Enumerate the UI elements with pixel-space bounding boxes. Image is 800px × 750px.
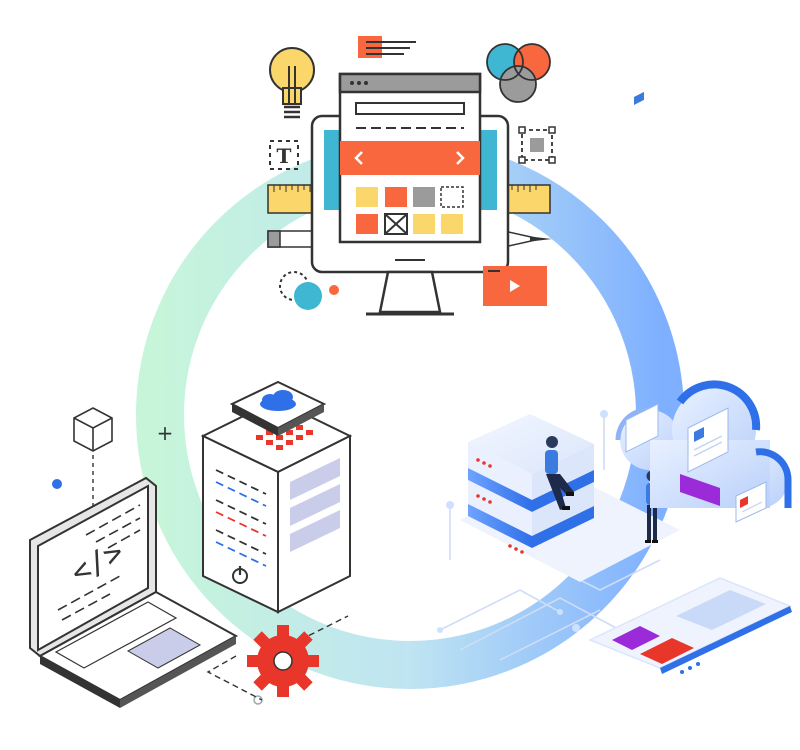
text-tool-icon: T (269, 140, 299, 170)
person-sitting (545, 436, 574, 510)
cloud-shape (615, 91, 792, 523)
selection-icon (518, 126, 556, 164)
gear-icon (247, 625, 319, 697)
blue-dot (52, 479, 62, 489)
video-play-icon (483, 266, 547, 306)
dashboard-panel (588, 577, 792, 674)
text-block-icon (358, 36, 416, 58)
shape-circles-icon (279, 271, 339, 310)
text-tool-glyph: T (277, 144, 292, 168)
cube-icon (73, 407, 113, 520)
lightbulb-icon (269, 47, 315, 119)
plus-mark: + (157, 421, 174, 445)
color-venn-icon (486, 43, 551, 103)
monitor-illustration (267, 72, 552, 316)
cloud-icon (260, 390, 296, 411)
dashed-connectors (206, 615, 349, 701)
server-illustration (200, 380, 353, 614)
laptop-illustration: </> (29, 476, 239, 708)
